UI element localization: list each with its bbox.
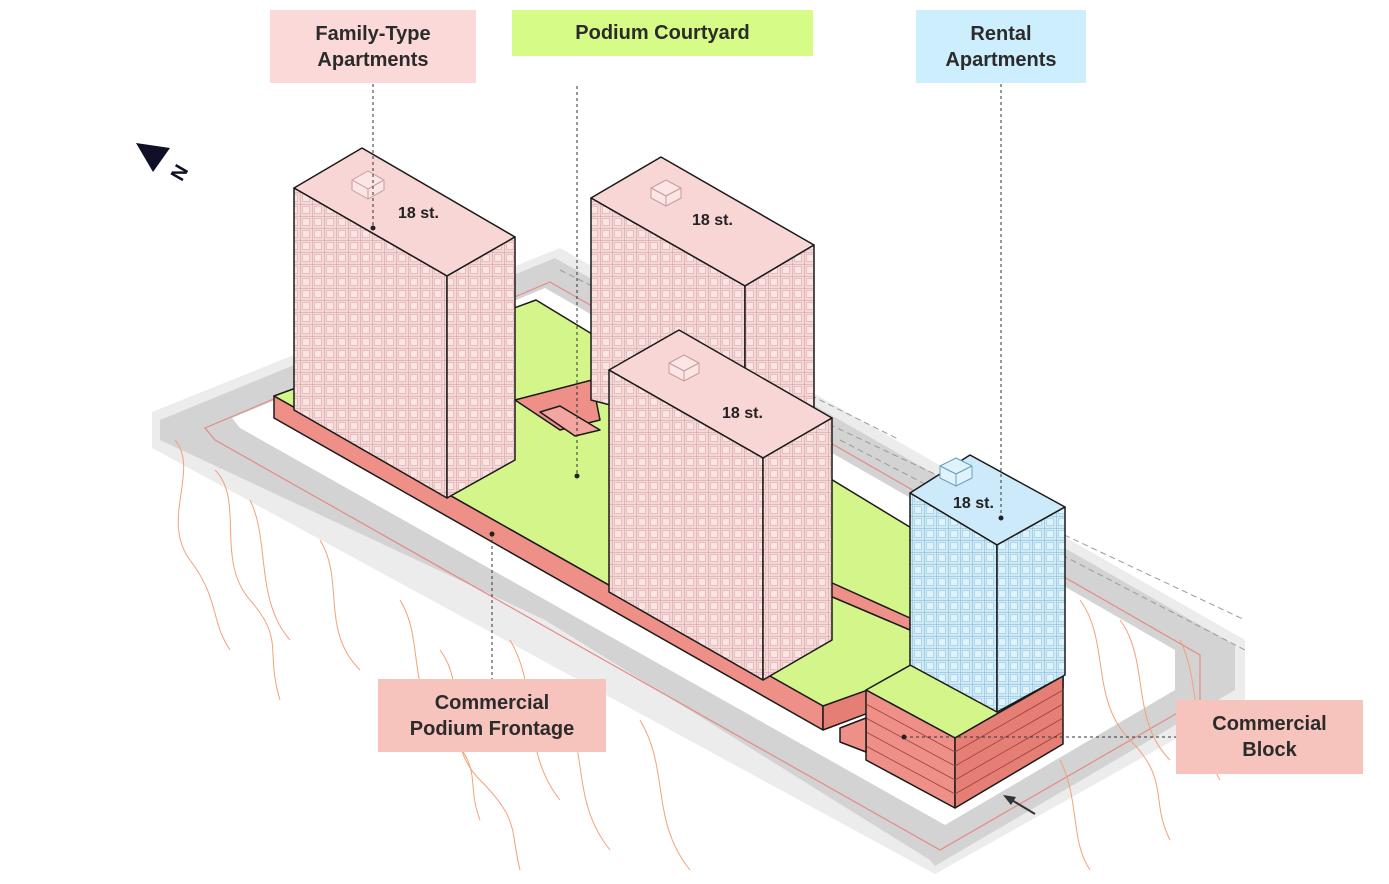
tower-a-storeys: 18 st. [398,205,439,222]
rental-apartments-label: Rental Apartments [916,10,1086,83]
tower-b-storeys: 18 st. [692,212,733,229]
tower-d-storeys: 18 st. [953,495,994,512]
entrance-arrow-icon [1003,795,1036,815]
commercial-block-label: Commercial Block [1176,700,1363,774]
leader-lines [372,84,1176,738]
podium-courtyard-label: Podium Courtyard [512,10,813,56]
tower-c: 18 st. [608,329,833,681]
leader-dots [370,225,1004,740]
north-arrow-icon: N [136,143,193,185]
tower-c-storeys: 18 st. [722,405,763,422]
commercial-frontage-text: Commercial Podium Frontage [409,691,575,740]
commercial-block-text: Commercial Block [1212,713,1327,761]
rental-apartments-text: Rental Apartments [945,22,1057,71]
tower-d: 18 st. [909,454,1066,713]
podium-courtyard-text: Podium Courtyard [575,22,750,44]
family-apartments-text: Family-Type Apartments [315,22,431,71]
tower-a: 18 st. [293,147,516,499]
commercial-frontage-label: Commercial Podium Frontage [378,679,606,752]
north-label: N [167,161,193,185]
family-apartments-label: Family-Type Apartments [270,10,476,83]
